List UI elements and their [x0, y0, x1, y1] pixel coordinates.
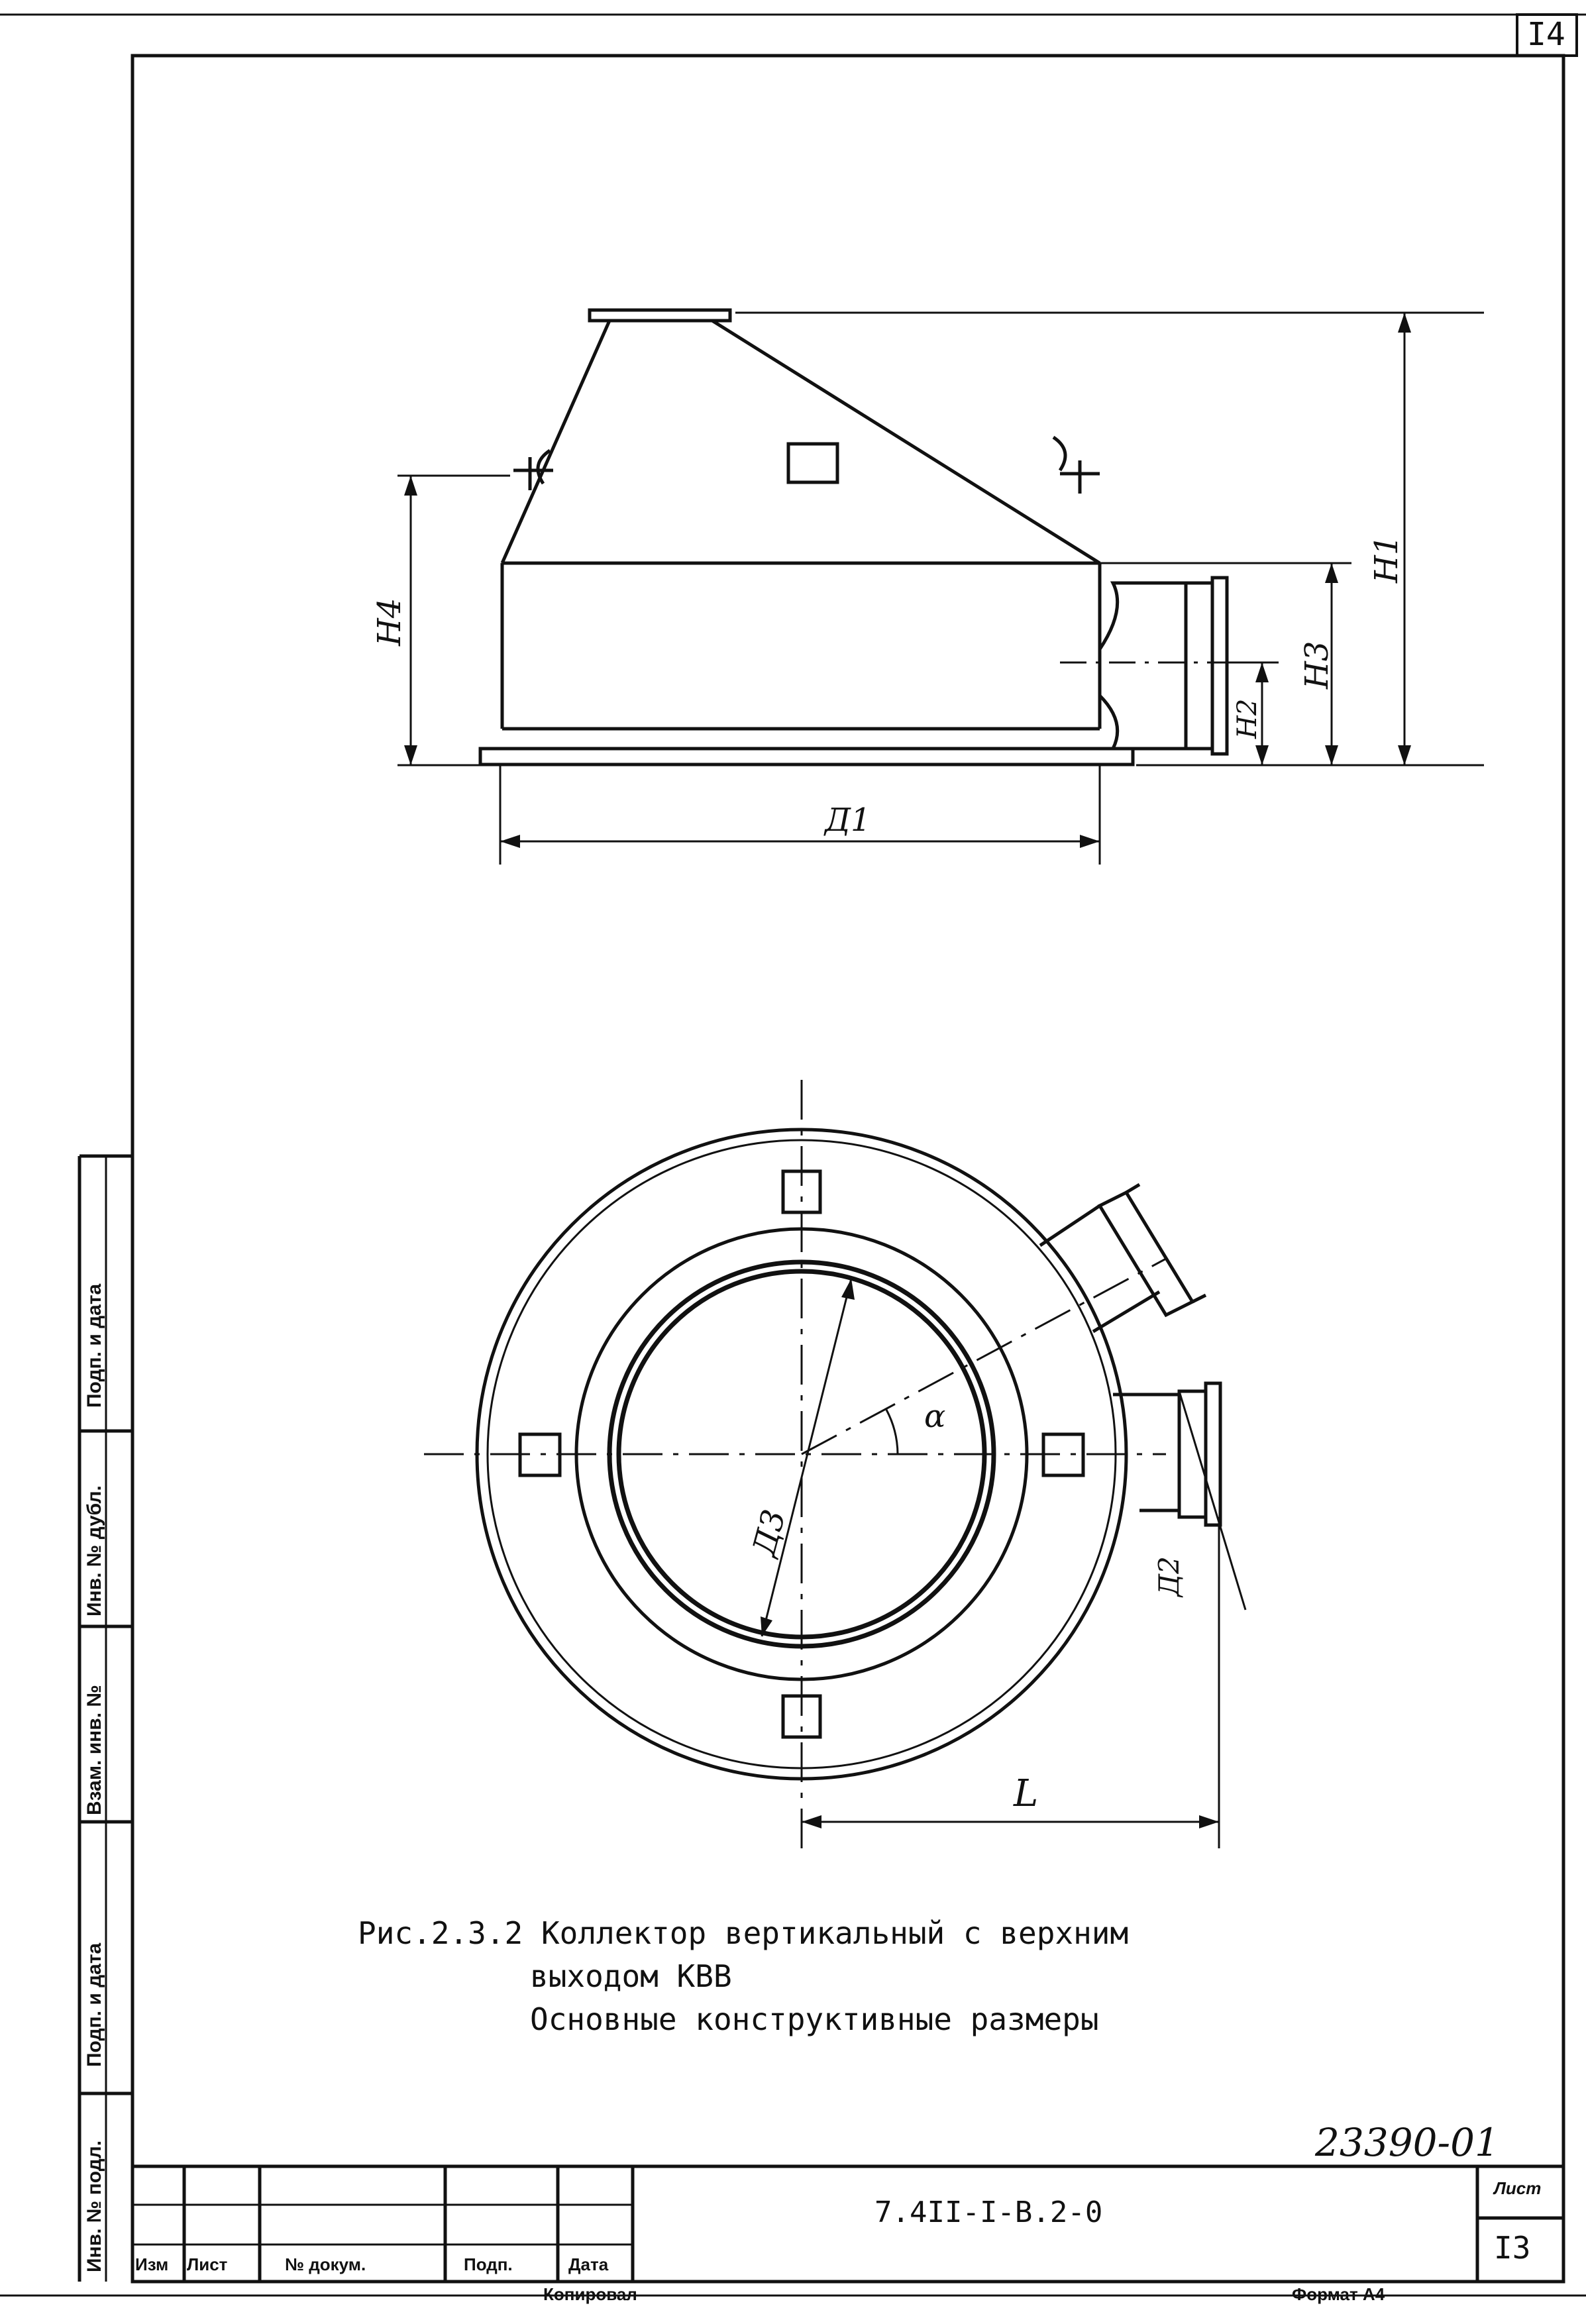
document-code: 7.4II-I-B.2-0 [874, 2195, 1103, 2229]
figure-caption-line-3: Основные конструктивные размеры [530, 2001, 1099, 2037]
dim-label-d1: Д1 [825, 802, 871, 839]
dim-label-d2: Д2 [1153, 1556, 1185, 1597]
figure-caption-line-2: выходом КВВ [530, 1958, 732, 1994]
dim-label-h1: H1 [1368, 535, 1405, 583]
stamp-label-sign-date-top: Подп. и дата [83, 1283, 105, 1408]
title-col-sheet: Лист [187, 2254, 228, 2274]
side-view [500, 308, 1101, 565]
footer-copied: Копировал [543, 2284, 637, 2304]
corner-sheet-number: I4 [1527, 16, 1565, 53]
footer-format: Формат А4 [1292, 2284, 1385, 2304]
title-col-signature: Подп. [464, 2254, 513, 2274]
figure-caption-line-1: Рис.2.3.2 Коллектор вертикальный с верхн… [358, 1915, 1129, 1951]
sheet-number: I3 [1494, 2230, 1531, 2266]
corner-number-box [1516, 13, 1578, 57]
title-col-date: Дата [568, 2254, 609, 2274]
dim-label-h4: H4 [371, 598, 408, 646]
dimension-arrows [404, 313, 1411, 848]
handwritten-archive-number: 23390-01 [1315, 2120, 1499, 2165]
stamp-label-orig-inv: Инв. № подл. [83, 2140, 105, 2272]
stamp-label-sign-date-bottom: Подп. и дата [83, 1942, 105, 2067]
title-col-change: Изм [135, 2254, 169, 2274]
stamp-label-dup-inv: Инв. № дубл. [83, 1485, 105, 1616]
sheet-label: Лист [1494, 2178, 1542, 2198]
title-col-doc-number: № докум. [285, 2254, 366, 2274]
dim-label-h3: H3 [1298, 641, 1336, 689]
title-block-grid [0, 2164, 1586, 2297]
drawing-frame [131, 54, 1565, 2284]
dim-label-l: L [1014, 1772, 1039, 1815]
dim-label-h2: H2 [1232, 698, 1263, 739]
side-stamp-grid [78, 1154, 132, 2282]
stamp-label-replace-inv: Взам. инв. № [83, 1685, 105, 1815]
dim-label-alpha: α [924, 1398, 946, 1435]
plan-view [424, 1080, 1247, 1855]
side-view-body [397, 311, 1484, 865]
